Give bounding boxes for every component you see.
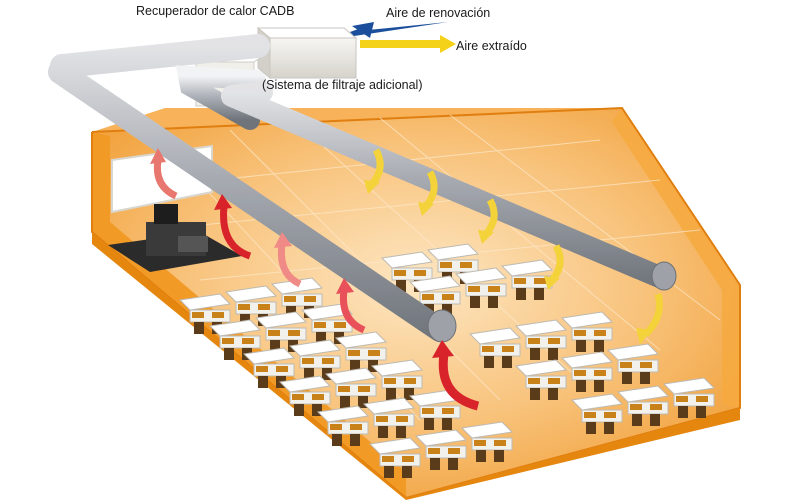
heat-recovery-unit <box>256 26 358 80</box>
desk-with-chairs-icon <box>408 389 462 430</box>
yellow-extracted-air-arrow-icon <box>360 35 456 53</box>
right-wall <box>612 108 740 408</box>
red-extract-arrow-icon <box>220 205 252 260</box>
supply-airflow <box>364 148 663 344</box>
extract-airflow <box>150 148 480 411</box>
desk-with-chairs-icon <box>514 319 568 360</box>
airflow-legend <box>350 22 456 53</box>
desk-with-chairs-icon <box>370 359 424 400</box>
desk-with-chairs-icon <box>288 339 342 380</box>
desk-with-chairs-icon <box>324 367 378 408</box>
desk-with-chairs-icon <box>514 359 568 400</box>
heat-recovery-unit-label: Recuperador de calor CADB <box>136 4 295 18</box>
teacher-desk-computer-icon <box>108 204 242 272</box>
desk-with-chairs-icon <box>408 275 462 316</box>
desk-with-chairs-icon <box>278 375 332 416</box>
desk-with-chairs-icon <box>662 377 716 418</box>
left-wall <box>92 132 406 498</box>
duct-end-left <box>427 309 457 343</box>
desk-with-chairs-icon <box>500 259 554 300</box>
student-desks <box>178 243 716 478</box>
filtration-system-label: (Sistema de filtraje adicional) <box>262 78 423 92</box>
desk-with-chairs-icon <box>178 293 232 334</box>
desk-with-chairs-icon <box>316 405 370 446</box>
filter-duct <box>175 65 266 130</box>
desk-with-chairs-icon <box>242 347 296 388</box>
desk-with-chairs-icon <box>368 437 422 478</box>
desk-with-chairs-icon <box>616 385 670 426</box>
red-extract-arrow-icon <box>277 243 302 288</box>
desk-with-chairs-icon <box>560 351 614 392</box>
desk-with-chairs-icon <box>414 429 468 470</box>
desk-with-chairs-icon <box>606 343 660 384</box>
duct-end-right <box>651 261 677 291</box>
red-extract-arrow-icon <box>438 353 480 411</box>
desk-with-chairs-icon <box>468 327 522 368</box>
blue-fresh-air-arrow-icon <box>350 22 448 36</box>
supply-duct <box>221 81 673 289</box>
desk-with-chairs-icon <box>454 267 508 308</box>
return-duct <box>48 34 452 342</box>
fresh-air-label: Aire de renovación <box>386 6 491 20</box>
desk-with-chairs-icon <box>570 393 624 434</box>
duct-system <box>48 34 677 343</box>
extracted-air-label: Aire extraído <box>456 39 527 53</box>
desk-with-chairs-icon <box>460 421 514 462</box>
desk-with-chairs-icon <box>362 397 416 438</box>
red-extract-arrow-icon <box>153 159 178 200</box>
red-extract-arrow-icon <box>339 289 366 334</box>
desk-with-chairs-icon <box>560 311 614 352</box>
